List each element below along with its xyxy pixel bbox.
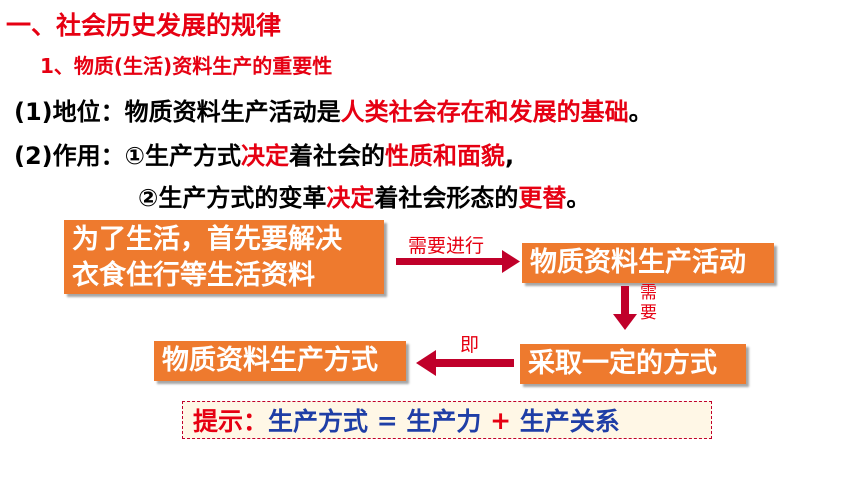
role1-middle: 着社会的	[288, 142, 385, 170]
box-production-mode: 物质资料生产方式	[154, 341, 406, 381]
role1-highlight: 性质和面貌	[384, 142, 505, 170]
role2-prefix: ②生产方式的变革	[138, 184, 327, 212]
role1-suffix: ,	[504, 142, 515, 170]
box-living-needs-line2: 衣食住行等生活资料	[72, 260, 315, 291]
role2-verb: 决定	[326, 184, 375, 212]
role-line-2: ②生产方式的变革决定着社会形态的更替。	[138, 178, 590, 213]
label-namely: 即	[460, 334, 480, 356]
box-living-needs: 为了生活，首先要解决 衣食住行等生活资料	[64, 220, 384, 294]
role-line-1: (2)作用：①生产方式决定着社会的性质和面貌,	[14, 136, 514, 171]
role2-highlight: 更替	[518, 184, 567, 212]
label-need-to-do: 需要进行	[408, 235, 485, 257]
arrow-left-icon	[416, 350, 514, 376]
hint-term-forces: 生产力	[406, 407, 482, 436]
section-title: 一、社会历史发展的规律	[6, 11, 282, 40]
role1-verb: 决定	[240, 142, 289, 170]
label-need: 需 要	[640, 283, 657, 323]
box-living-needs-line1: 为了生活，首先要解决	[72, 224, 342, 255]
label-need-char2: 要	[640, 303, 657, 323]
position-highlight: 人类社会存在和发展的基础	[340, 98, 629, 126]
role1-prefix: (2)作用：①生产方式	[14, 142, 241, 170]
hint-label: 提示：	[193, 407, 269, 436]
box-certain-way: 采取一定的方式	[520, 344, 746, 384]
position-suffix: 。	[628, 98, 653, 126]
role2-middle: 着社会形态的	[374, 184, 519, 212]
arrow-down-icon	[613, 286, 637, 330]
section-subtitle: 1、物质(生活)资料生产的重要性	[40, 54, 333, 78]
arrow-right-icon	[396, 250, 520, 273]
role2-suffix: 。	[566, 184, 591, 212]
hint-plus: +	[481, 405, 520, 435]
hint-term-mode: 生产方式	[268, 407, 369, 436]
position-prefix: (1)地位：物质资料生产活动是	[14, 98, 341, 126]
label-need-char1: 需	[640, 283, 657, 303]
position-line: (1)地位：物质资料生产活动是人类社会存在和发展的基础。	[14, 92, 653, 127]
hint-equals: =	[368, 405, 407, 435]
hint-term-relations: 生产关系	[519, 407, 620, 436]
hint-box: 提示：生产方式 = 生产力 + 生产关系	[182, 401, 712, 439]
box-production-activity: 物质资料生产活动	[522, 243, 774, 283]
